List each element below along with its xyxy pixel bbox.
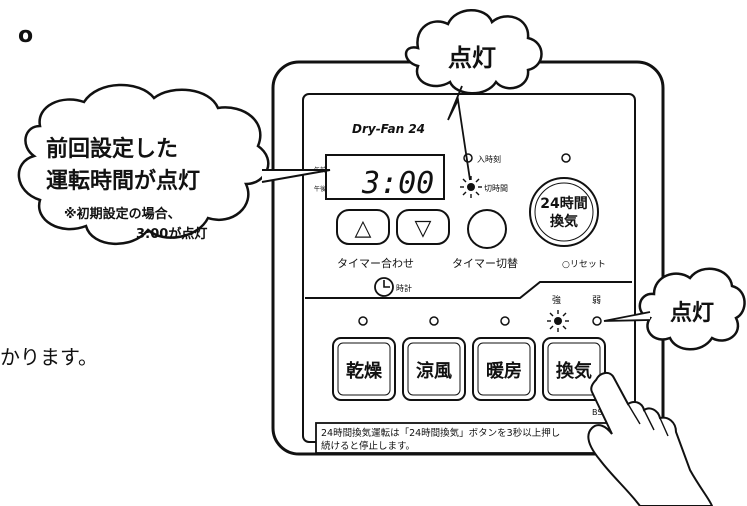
mode-label-cool: 涼風	[416, 360, 452, 382]
mode-button-heat[interactable]: 暖房	[472, 337, 536, 401]
bullet-mark: o	[18, 23, 33, 48]
mode-lamp-heat	[500, 316, 510, 326]
notice-line2: 続けると停止します。	[321, 440, 415, 452]
mode-label-heat: 暖房	[486, 360, 522, 382]
clock-label: 時計	[396, 283, 412, 293]
trailing-text: かります。	[0, 345, 98, 369]
callout-right-text: 点灯	[670, 300, 714, 326]
pm-label: 午後	[314, 185, 326, 193]
mode-lamp-dry	[358, 316, 368, 326]
reset-label: ○リセット	[562, 259, 606, 270]
on-timer-label: 入時刻	[477, 154, 501, 164]
mode-button-ventilation[interactable]: 換気	[542, 337, 606, 401]
strength-strong-lamp-lit	[554, 317, 562, 325]
ventilation-24h-button-ring	[534, 182, 594, 242]
strength-weak-lamp	[592, 316, 602, 326]
callout-left-line1: 前回設定した	[46, 136, 178, 162]
up-arrow-icon: △	[355, 216, 372, 241]
lcd-display	[325, 154, 445, 200]
callout-left-note1: ※初期設定の場合、	[64, 206, 181, 222]
section-divider	[305, 281, 632, 299]
mode-button-dry[interactable]: 乾燥	[332, 337, 396, 401]
down-arrow-icon: ▽	[415, 216, 432, 241]
callout-left-pointer	[261, 169, 331, 183]
callout-left-line2: 運転時間が点灯	[46, 168, 200, 194]
ventilation-24h-line2: 換気	[550, 213, 578, 230]
hand-finger-lines	[627, 403, 669, 437]
timer-down-button[interactable]	[396, 209, 450, 245]
mode-label-ventilation: 換気	[556, 360, 592, 382]
timer-switch-button[interactable]	[467, 209, 507, 249]
mode-lamp-cool	[429, 316, 439, 326]
brand-label: Dry-Fan 24	[352, 122, 425, 136]
callout-top-cloud	[404, 9, 543, 95]
mode-label-dry: 乾燥	[346, 360, 383, 382]
timer-set-label: タイマー合わせ	[337, 256, 414, 270]
notice-line1: 24時間換気運転は「24時間換気」ボタンを3秒以上押し	[321, 427, 560, 439]
timer-switch-label: タイマー切替	[452, 256, 518, 270]
off-timer-lamp-lit	[467, 183, 475, 191]
callout-top-pointer	[447, 85, 471, 181]
off-timer-label: 切時間	[484, 184, 508, 193]
strength-strong-label: 強	[552, 294, 561, 306]
pressing-hand-illustration	[587, 372, 714, 506]
off-timer-lamp-rays	[460, 176, 482, 198]
callout-top-text: 点灯	[448, 44, 496, 72]
mode-button-cool[interactable]: 涼風	[402, 337, 466, 401]
callout-right-cloud	[638, 267, 746, 351]
status-lamp	[561, 153, 571, 163]
strength-weak-label: 弱	[592, 295, 601, 306]
lcd-time-value: 3:00	[361, 166, 434, 201]
callout-left-cloud	[17, 83, 270, 245]
ventilation-24h-button[interactable]	[529, 177, 599, 247]
timer-up-button[interactable]	[336, 209, 390, 245]
clock-hands	[383, 280, 390, 288]
callout-left-note2: 3:00が点灯	[136, 226, 207, 242]
ventilation-24h-line1: 24時間	[540, 195, 587, 212]
strength-strong-lamp-rays	[547, 310, 569, 332]
callout-right-pointer	[603, 311, 651, 322]
